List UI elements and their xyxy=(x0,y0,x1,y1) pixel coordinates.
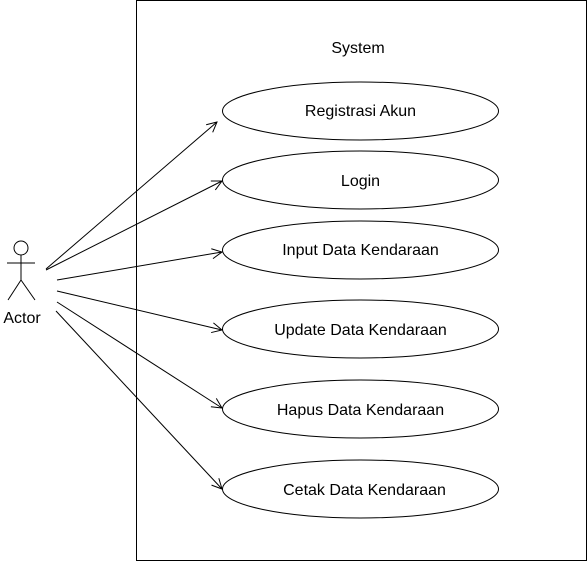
use-case-ellipse xyxy=(222,220,499,280)
use-case-label: Update Data Kendaraan xyxy=(274,322,447,339)
use-case-label: Input Data Kendaraan xyxy=(282,242,439,259)
use-case-ellipse xyxy=(222,459,499,519)
use-case-ellipse xyxy=(222,379,499,439)
use-case-label: Hapus Data Kendaraan xyxy=(277,402,444,419)
associations xyxy=(45,122,222,489)
use-case-label: Cetak Data Kendaraan xyxy=(283,482,446,499)
association-cetak-data-kendaraan xyxy=(55,310,222,489)
use-case-registrasi-akun[interactable]: Registrasi Akun xyxy=(222,81,499,141)
use-case-login[interactable]: Login xyxy=(222,150,499,210)
actor-figure xyxy=(7,240,36,301)
actor-right-leg xyxy=(20,279,36,301)
use-case-ellipse xyxy=(222,299,499,359)
use-case-ellipse xyxy=(222,81,499,141)
actor-head xyxy=(13,240,29,256)
association-update-data-kendaraan xyxy=(56,290,222,330)
use-case-hapus-data-kendaraan[interactable]: Hapus Data Kendaraan xyxy=(222,379,499,439)
association-registrasi-akun xyxy=(45,122,217,270)
actor-label: Actor xyxy=(3,310,41,327)
use-case-update-data-kendaraan[interactable]: Update Data Kendaraan xyxy=(222,299,499,359)
use-case-cetak-data-kendaraan[interactable]: Cetak Data Kendaraan xyxy=(222,459,499,519)
association-login xyxy=(45,181,222,271)
use-case-ellipse xyxy=(222,150,499,210)
actor-left-leg xyxy=(7,279,22,301)
use-case-label: Login xyxy=(341,173,380,190)
use-case-label: Registrasi Akun xyxy=(305,103,416,120)
association-hapus-data-kendaraan xyxy=(56,301,222,408)
use-case-input-data-kendaraan[interactable]: Input Data Kendaraan xyxy=(222,220,499,280)
system-title: System xyxy=(331,40,384,57)
association-input-data-kendaraan xyxy=(56,252,222,281)
